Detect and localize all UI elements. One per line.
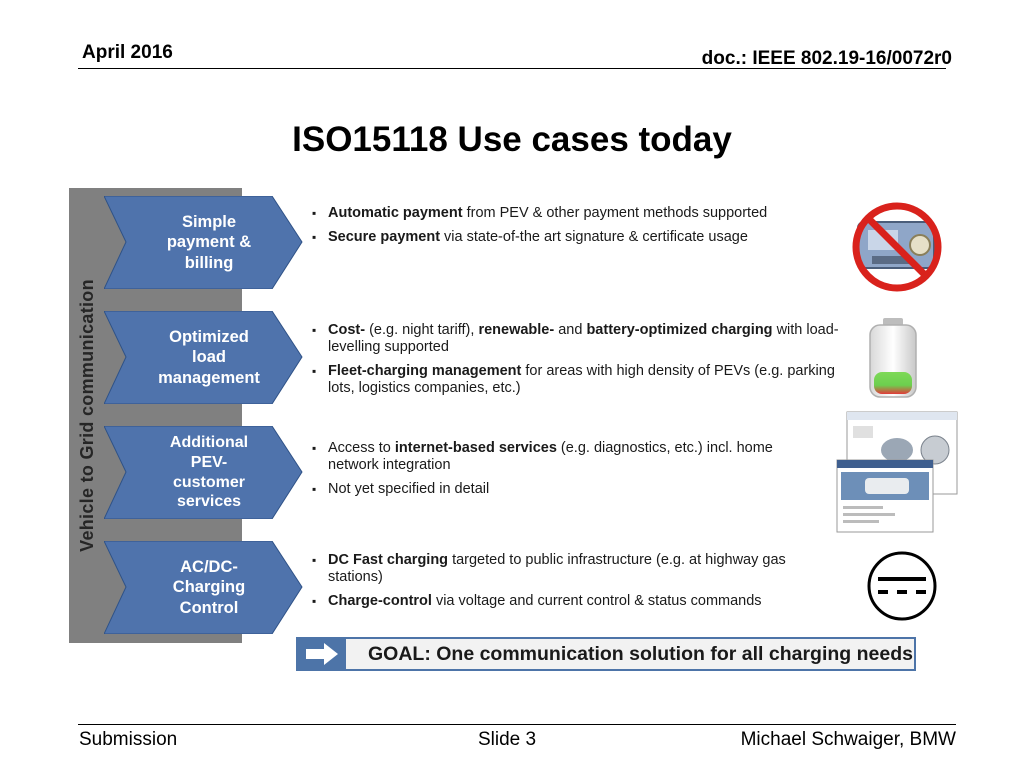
use-case-bullets-3: Access to internet-based services (e.g. … [312,440,802,505]
goal-arrow-box [298,639,346,669]
use-case-chevron-2: Optimized load management [104,311,304,404]
use-case-chevron-4: AC/DC- Charging Control [104,541,304,634]
bullet-4-2: Charge-control via voltage and current c… [312,593,792,610]
battery-icon [869,318,917,398]
use-case-chevron-1: Simple payment & billing [104,196,304,289]
chevron-shape-2 [104,311,303,404]
header-date: April 2016 [82,42,173,63]
footer-submission: Submission [79,729,178,750]
use-case-bullets-2: Cost- (e.g. night tariff), renewable- an… [312,322,842,404]
bullet-2-2: Fleet-charging management for areas with… [312,363,842,397]
bullet-3-2: Not yet specified in detail [312,481,802,498]
chevron-shape-3 [104,426,303,519]
right-arrow-icon [306,643,338,665]
footer-divider [78,724,956,725]
bullet-1-1: Automatic payment from PEV & other payme… [312,205,842,222]
use-case-label-4: AC/DC- Charging Control [172,558,246,617]
use-case-chevron-3: Additional PEV- customer services [104,426,304,519]
use-case-label-2: Optimized load management [158,328,260,387]
header-doc-id: doc.: IEEE 802.19-16/0072r0 [701,48,952,69]
bullet-1-2: Secure payment via state-of-the art sign… [312,229,842,246]
header-divider [78,68,946,69]
use-case-bullets-4: DC Fast charging targeted to public infr… [312,552,792,617]
goal-text: GOAL: One communication solution for all… [368,643,913,665]
use-case-label-1: Simple payment & billing [166,213,252,272]
chevron-shape-4 [104,541,303,634]
dc-symbol-icon [867,551,937,621]
web-services-screenshot-icon [836,411,958,533]
bullet-2-1: Cost- (e.g. night tariff), renewable- an… [312,322,842,356]
goal-banner: GOAL: One communication solution for all… [296,637,916,671]
no-cash-payment-icon [852,202,942,292]
chevron-shape-1 [104,196,303,289]
bullet-4-1: DC Fast charging targeted to public infr… [312,552,792,586]
footer-slide-number: Slide 3 [478,729,537,750]
use-case-label-3: Additional PEV- customer services [169,434,249,511]
bullet-3-1: Access to internet-based services (e.g. … [312,440,802,474]
footer-author: Michael Schwaiger, BMW [740,729,956,750]
side-label-text: Vehicle to Grid communication [76,279,97,552]
slide-title: ISO15118 Use cases today [292,120,732,159]
side-label: Vehicle to Grid communication [69,188,105,643]
use-case-bullets-1: Automatic payment from PEV & other payme… [312,205,842,253]
